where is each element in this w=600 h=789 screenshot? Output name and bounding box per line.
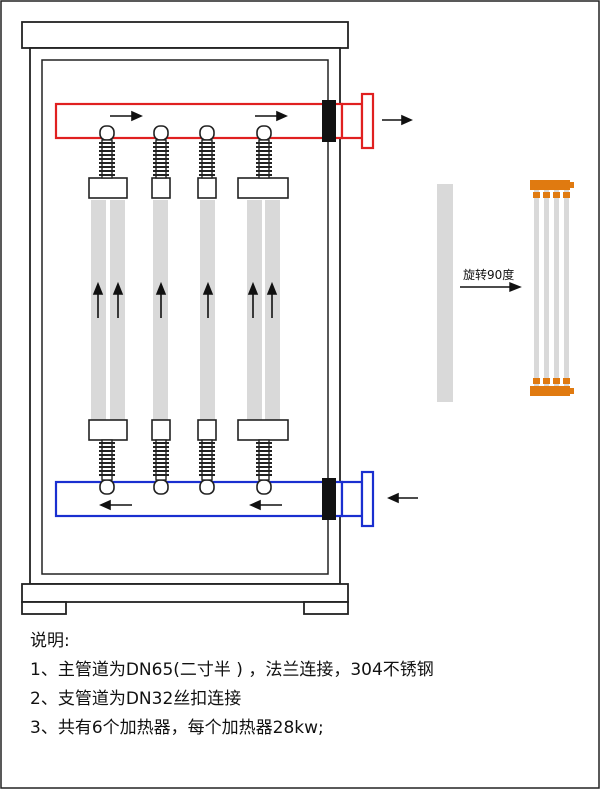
- arrow-up-icon: [92, 281, 104, 318]
- arrow-up-icon: [112, 281, 124, 318]
- heater-tube: [247, 200, 262, 420]
- note-item: 3、共有6个加热器，每个加热器28kw;: [30, 718, 324, 738]
- arrow-up-icon: [247, 281, 259, 318]
- cabinet-foot-right: [303, 601, 349, 615]
- arrow-right-icon: [382, 114, 413, 126]
- top-headers: [88, 177, 289, 199]
- threaded-connector: [153, 125, 169, 179]
- inlet-flange: [360, 470, 375, 528]
- top-connectors: [99, 125, 272, 179]
- arrow-right-icon: [255, 110, 288, 122]
- pipe-coupling: [322, 100, 336, 142]
- threaded-connector: [153, 439, 169, 495]
- arrow-right-icon: [460, 281, 522, 293]
- threaded-connector: [99, 125, 115, 179]
- flow-up-arrows: [92, 281, 278, 318]
- rotation-arrow: [460, 281, 522, 293]
- rotation-label: 旋转90度: [463, 268, 515, 282]
- heater-side-view: [437, 184, 453, 402]
- note-item: 1、主管道为DN65(二寸半 ) ，法兰连接，304不锈钢: [30, 660, 434, 680]
- bottom-connectors: [99, 439, 272, 495]
- notes-title: 说明:: [30, 631, 70, 651]
- heater-bundle-detail: [530, 180, 574, 396]
- notes-section: 说明: 1、主管道为DN65(二寸半 ) ，法兰连接，304不锈钢 2、支管道为…: [30, 630, 590, 746]
- cabinet-base: [21, 583, 349, 603]
- threaded-connector: [199, 125, 215, 179]
- arrow-left-icon: [249, 499, 282, 511]
- outlet-flange: [360, 92, 375, 150]
- arrow-up-icon: [266, 281, 278, 318]
- arrow-up-icon: [202, 281, 214, 318]
- cabinet-foot-left: [21, 601, 67, 615]
- arrow-up-icon: [155, 281, 167, 318]
- threaded-connector: [99, 439, 115, 495]
- arrow-right-icon: [110, 110, 143, 122]
- pipe-coupling: [322, 478, 336, 520]
- threaded-connector: [199, 439, 215, 495]
- bottom-headers: [88, 419, 289, 441]
- threaded-connector: [256, 439, 272, 495]
- arrow-left-icon: [99, 499, 132, 511]
- arrow-left-icon: [387, 492, 418, 504]
- cabinet-inner-panel: [41, 59, 329, 575]
- threaded-connector: [256, 125, 272, 179]
- cabinet-top-cap: [21, 21, 349, 49]
- heater-tubes: [91, 200, 280, 420]
- pipe-flow-arrows: [99, 110, 418, 511]
- note-item: 2、支管道为DN32丝扣连接: [30, 689, 242, 709]
